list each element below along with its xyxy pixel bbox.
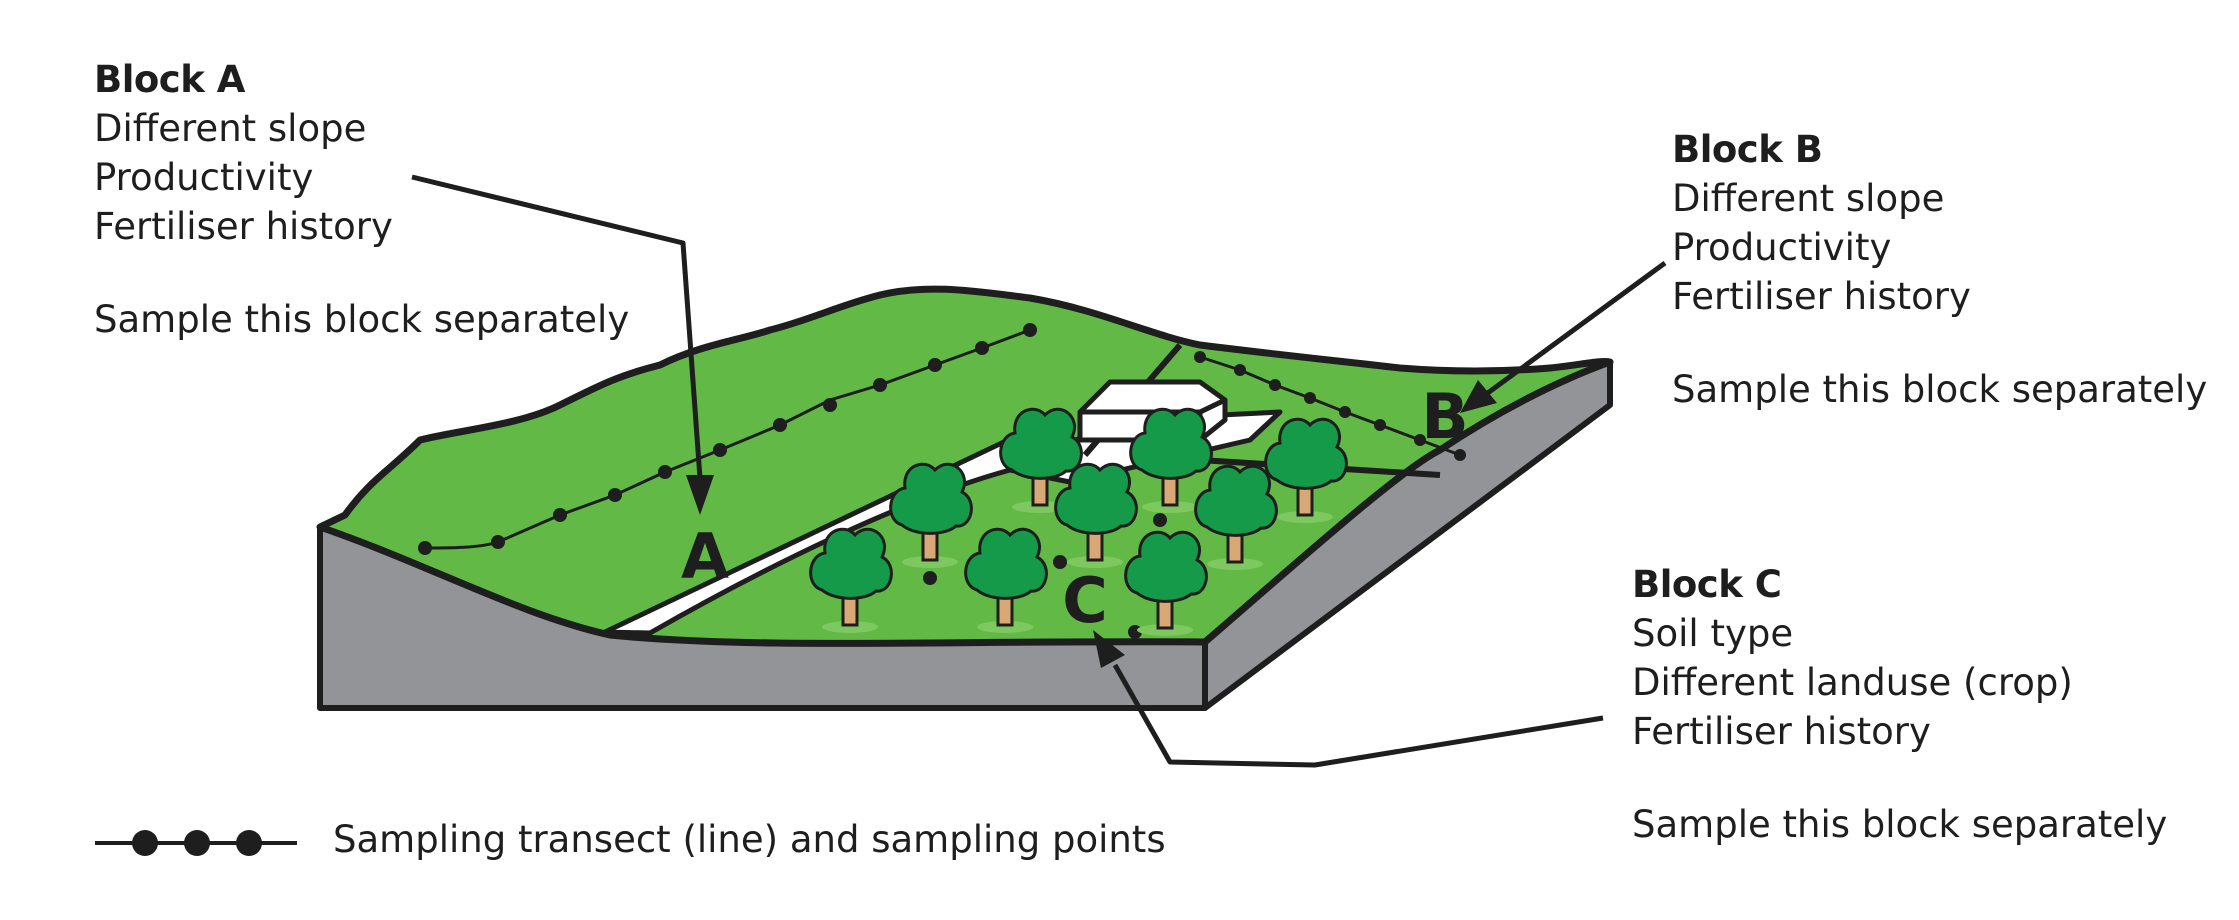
tree-icon <box>964 527 1048 633</box>
block-b-label: Block B Different slope Productivity Fer… <box>1672 125 2207 414</box>
sampling-point <box>873 378 887 392</box>
block-a-line-1: Different slope <box>94 107 367 150</box>
marker-c: C <box>1062 564 1108 637</box>
sampling-point <box>1374 419 1386 431</box>
sampling-point <box>923 571 937 585</box>
block-a-line-3: Fertiliser history <box>94 205 393 248</box>
tree-icon <box>1129 407 1213 513</box>
tree-icon <box>1264 417 1348 523</box>
block-b-line-3: Fertiliser history <box>1672 275 1971 318</box>
arrow-block-b <box>1460 260 1667 413</box>
sampling-point <box>1414 434 1426 446</box>
transect-line-icon <box>95 830 297 856</box>
block-b-title: Block B <box>1672 128 1823 171</box>
sampling-point <box>553 508 567 522</box>
block-c-line-1: Soil type <box>1632 612 1794 655</box>
sampling-point <box>1454 449 1466 461</box>
block-b-line-1: Different slope <box>1672 177 1945 220</box>
tree-icon <box>1124 530 1208 636</box>
block-c-title: Block C <box>1632 563 1782 606</box>
block-a-title: Block A <box>94 58 245 101</box>
block-c-note: Sample this block separately <box>1632 803 2168 846</box>
block-b-line-2: Productivity <box>1672 226 1892 269</box>
block-c-line-2: Different landuse (crop) <box>1632 661 2073 704</box>
sampling-point <box>773 418 787 432</box>
arrow-block-a <box>411 174 714 515</box>
block-a-label: Block A Different slope Productivity Fer… <box>94 55 629 344</box>
sampling-point <box>1269 379 1281 391</box>
sampling-point <box>1023 323 1037 337</box>
legend-label: Sampling transect (line) and sampling po… <box>333 818 1166 861</box>
sampling-point <box>658 465 672 479</box>
sampling-point <box>418 541 432 555</box>
sampling-point <box>1304 392 1316 404</box>
sampling-point <box>1153 513 1167 527</box>
block-a-line-2: Productivity <box>94 156 314 199</box>
block-b-note: Sample this block separately <box>1672 368 2208 411</box>
tree-icon <box>1194 464 1278 570</box>
sampling-point <box>928 358 942 372</box>
block-c-line-3: Fertiliser history <box>1632 710 1931 753</box>
arrow-block-c <box>1093 630 1604 768</box>
sampling-point <box>491 535 505 549</box>
tree-icon <box>889 462 973 568</box>
tree-icon <box>1054 462 1138 568</box>
sampling-point <box>608 488 622 502</box>
orchard-trees <box>809 407 1348 636</box>
sampling-point <box>975 341 989 355</box>
sampling-point <box>1194 351 1206 363</box>
marker-b: B <box>1421 380 1468 453</box>
marker-a: A <box>681 520 729 593</box>
sampling-point <box>713 443 727 457</box>
sampling-point <box>1339 406 1351 418</box>
sampling-point <box>1053 555 1067 569</box>
sampling-point <box>823 398 837 412</box>
sampling-point <box>1234 364 1246 376</box>
block-a-note: Sample this block separately <box>94 298 630 341</box>
block-c-label: Block C Soil type Different landuse (cro… <box>1632 560 2167 849</box>
transect-block-a <box>418 323 1037 555</box>
tree-icon <box>809 527 893 633</box>
tree-icon <box>999 407 1083 513</box>
transect-block-b <box>1194 351 1466 461</box>
